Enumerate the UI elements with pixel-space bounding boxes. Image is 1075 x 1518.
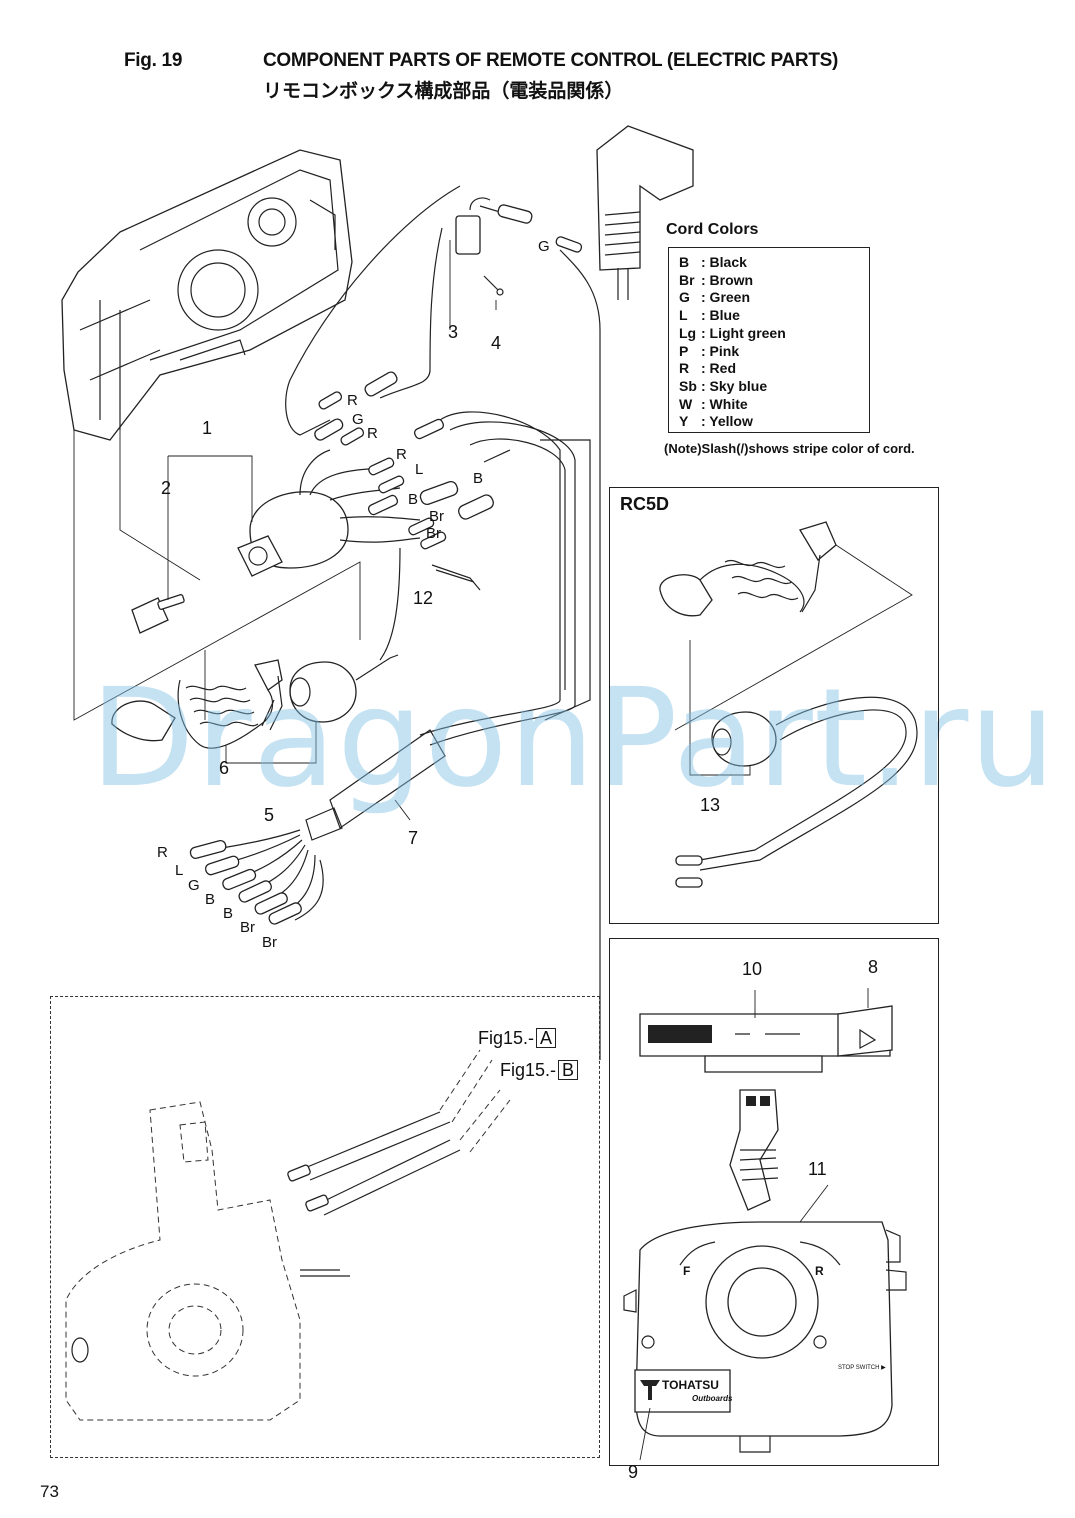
legend-row: L : Blue xyxy=(679,307,869,325)
upper-wiring xyxy=(285,185,601,1060)
legend-row: Sb: Sky blue xyxy=(679,378,869,396)
legend-name: : Light green xyxy=(701,324,786,341)
wire-code: R xyxy=(347,392,358,409)
legend-name: : Green xyxy=(701,289,751,306)
part-number: 8 xyxy=(868,957,879,977)
page-number: 73 xyxy=(40,1482,59,1501)
legend-code: B xyxy=(679,254,690,270)
wire-code: Br xyxy=(240,919,255,936)
legend-name: : Black xyxy=(701,254,747,270)
legend-code: Lg xyxy=(679,324,697,341)
legend-row: G : Green xyxy=(679,289,869,307)
fig-reference-a: Fig15.-A xyxy=(478,1028,557,1049)
rc5d-lanyard xyxy=(659,521,918,888)
part-number: 1 xyxy=(202,418,213,438)
wire-code: B xyxy=(223,905,234,922)
page-subtitle: リモコンボックス構成部品（電装品関係） xyxy=(263,80,624,102)
wire-code: B xyxy=(473,470,484,487)
wire-code: B xyxy=(205,891,216,908)
wire-code: R xyxy=(157,844,168,861)
legend-name: : Pink xyxy=(701,342,740,359)
page-title: COMPONENT PARTS OF REMOTE CONTROL (ELECT… xyxy=(263,50,839,71)
side-mount-remote xyxy=(623,988,907,1461)
stop-switch-lanyard xyxy=(111,654,399,749)
wire-code: R xyxy=(396,446,407,463)
legend-code: P xyxy=(679,342,689,359)
part-number: 11 xyxy=(808,1159,827,1179)
wire-code: G xyxy=(188,877,200,894)
remote-box-housing xyxy=(61,149,353,441)
watermark: DragonPart.ru xyxy=(90,660,1057,818)
legend-code: R xyxy=(679,360,690,377)
wire-code: Br xyxy=(429,508,444,525)
legend-row: W : White xyxy=(679,396,869,414)
fig-reference-prefix: Fig15.- xyxy=(478,1028,535,1048)
legend-code: W xyxy=(679,395,693,412)
legend-code: Br xyxy=(679,271,695,288)
fig-reference-box: B xyxy=(558,1060,579,1080)
wire-code: Br xyxy=(262,934,277,951)
wire-code: B xyxy=(408,491,419,508)
rc5d-label: RC5D xyxy=(620,494,670,514)
legend-name: : Yellow xyxy=(701,413,753,430)
part-number: 2 xyxy=(161,478,172,498)
legend-code: G xyxy=(679,289,690,306)
brand-sub: Outboards xyxy=(692,1394,733,1403)
legend-row: Y : Yellow xyxy=(679,413,869,431)
legend-code: Sb xyxy=(679,377,697,394)
wire-code: G xyxy=(352,411,364,428)
leader-lines xyxy=(73,240,497,764)
wire-code: Br xyxy=(426,525,441,542)
wire-code: L xyxy=(415,461,424,478)
legend-code: L xyxy=(679,307,688,324)
reverse-letter: R xyxy=(815,1264,824,1278)
main-harness xyxy=(189,411,591,925)
part-number: 3 xyxy=(448,322,459,342)
cord-colors-note: (Note)Slash(/)shows stripe color of cord… xyxy=(664,441,915,456)
legend-row: P : Pink xyxy=(679,343,869,361)
dashed-remote-drawing xyxy=(65,1049,511,1421)
fig-reference-b: Fig15.-B xyxy=(500,1060,579,1081)
wire-code: G xyxy=(538,238,550,255)
fig-reference-prefix: Fig15.- xyxy=(500,1060,557,1080)
ignition-switch xyxy=(131,449,421,634)
part-number: 7 xyxy=(408,828,419,848)
wire-code: L xyxy=(175,862,184,879)
lever-handle xyxy=(596,125,694,300)
part-number: 4 xyxy=(491,333,502,353)
legend-name: : Brown xyxy=(701,271,754,288)
legend-name: : White xyxy=(701,395,748,412)
part-number: 9 xyxy=(628,1462,639,1482)
legend-row: Lg: Light green xyxy=(679,325,869,343)
cord-colors-heading: Cord Colors xyxy=(666,221,759,238)
rc5d-panel xyxy=(609,487,939,924)
dashed-reference-panel xyxy=(50,996,600,1458)
legend-code: Y xyxy=(679,413,689,430)
part-number: 12 xyxy=(413,588,434,608)
part-number: 10 xyxy=(742,959,763,979)
legend-row: B : Black xyxy=(679,254,869,272)
stop-switch-label: STOP SWITCH ▶ xyxy=(838,1365,886,1371)
remote-detail-panel xyxy=(609,938,939,1466)
legend-name: : Blue xyxy=(701,307,740,324)
brand-name: TOHATSU xyxy=(662,1378,719,1392)
part-number: 13 xyxy=(700,795,721,815)
wire-code: R xyxy=(367,425,378,442)
legend-row: R : Red xyxy=(679,360,869,378)
legend-name: : Red xyxy=(701,360,736,377)
legend-name: : Sky blue xyxy=(701,377,768,394)
part-number: 6 xyxy=(219,758,230,778)
legend-row: Br : Brown xyxy=(679,272,869,290)
cord-colors-legend: B: Black Br: Brown G: Green L: Blue Lg: … xyxy=(668,247,870,433)
forward-letter: F xyxy=(683,1264,691,1278)
figure-label: Fig. 19 xyxy=(124,50,183,71)
part-number: 5 xyxy=(264,805,275,825)
fig-reference-box: A xyxy=(536,1028,557,1048)
tie-wrap xyxy=(431,564,481,591)
